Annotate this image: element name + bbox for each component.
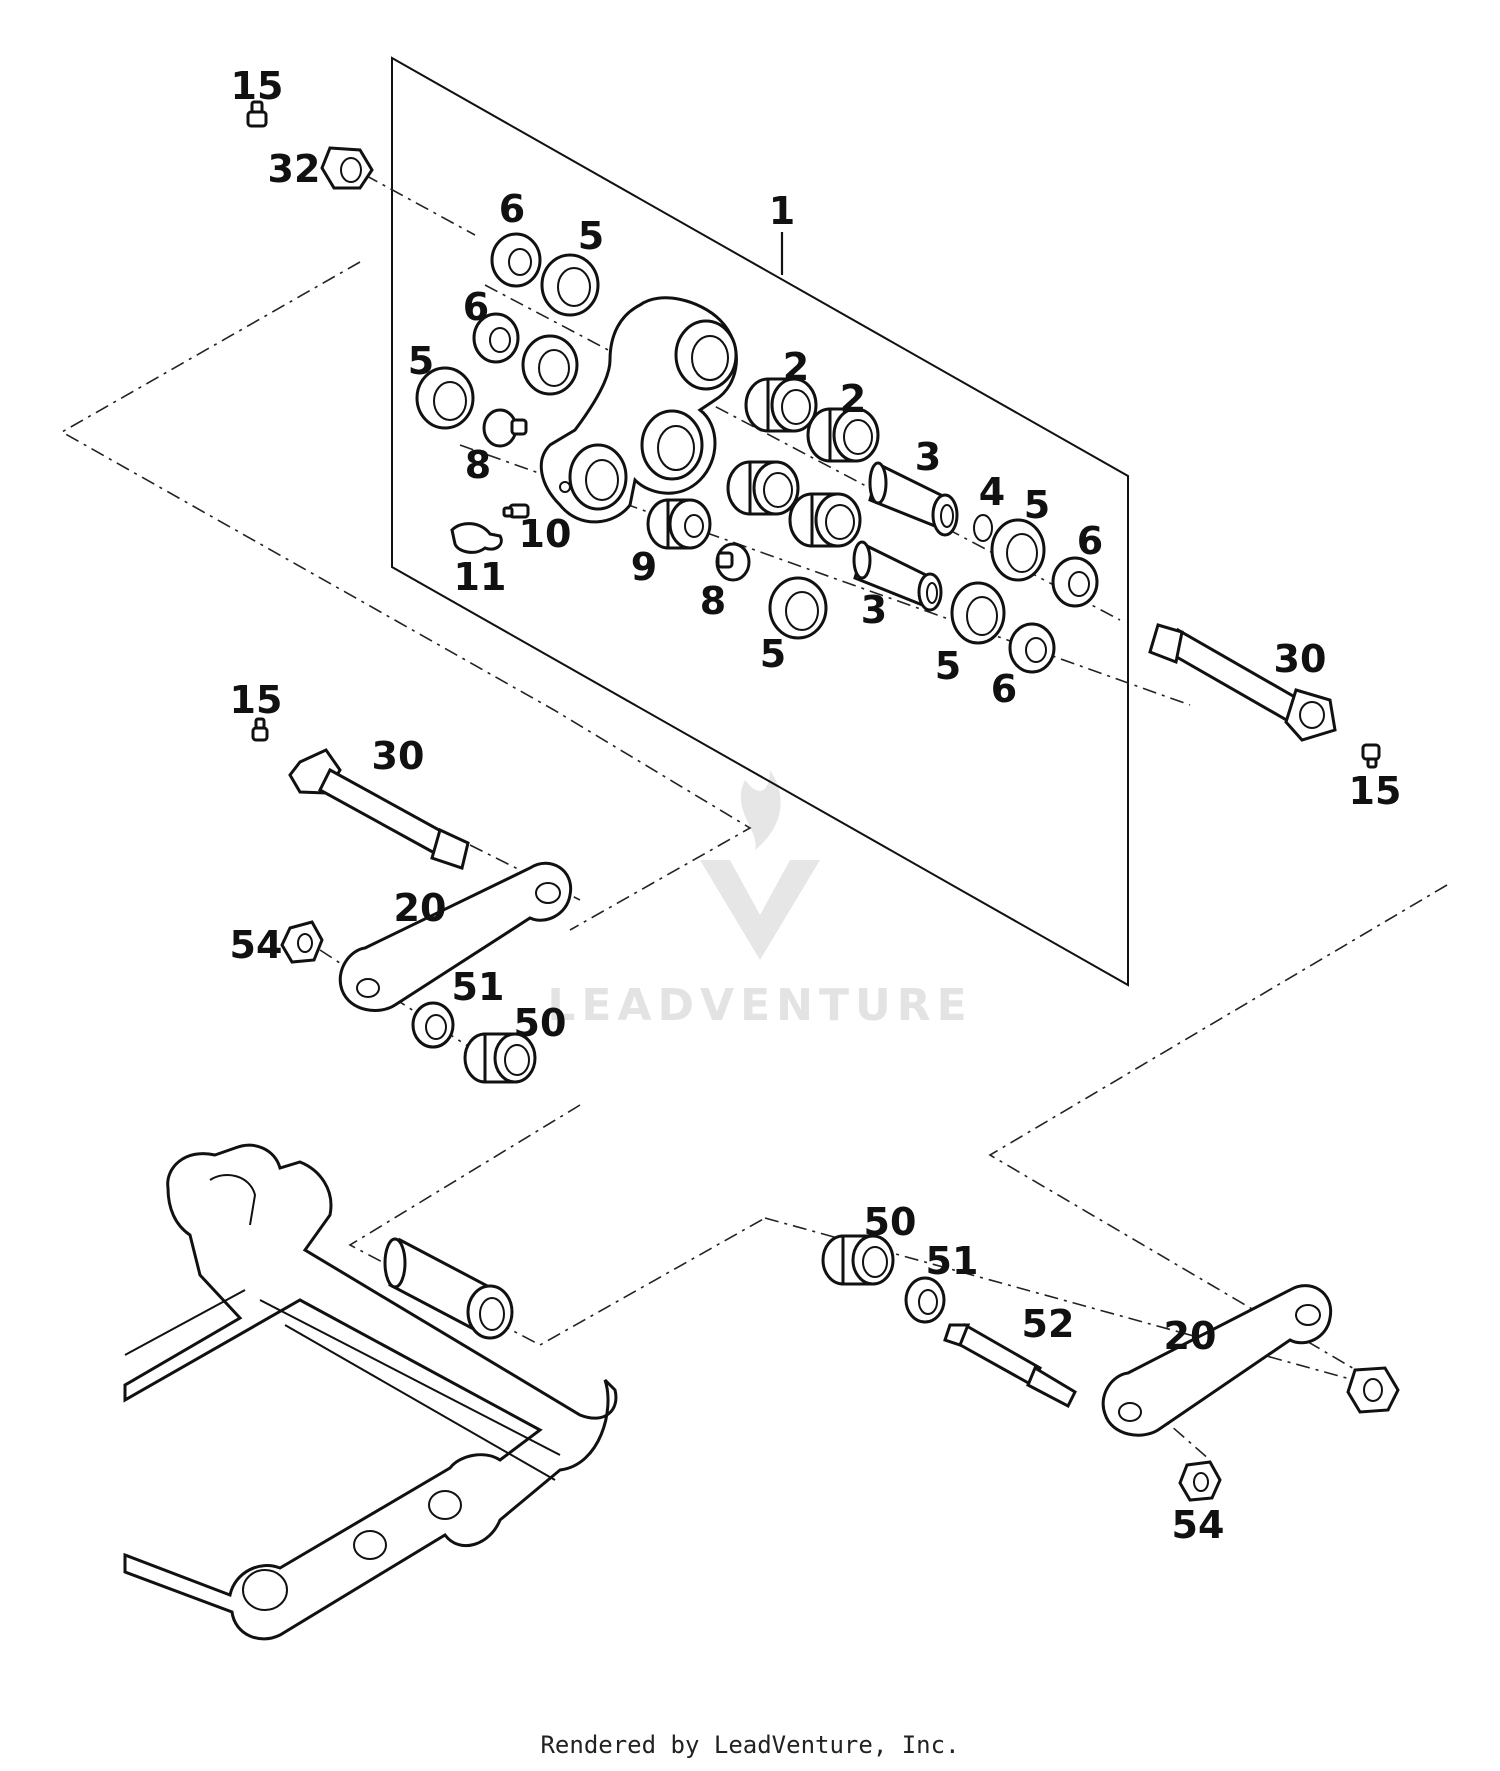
part-54-nut-right-a bbox=[1346, 1366, 1400, 1414]
label-15-top: 15 bbox=[231, 64, 284, 108]
part-15-grease-nipple-left bbox=[251, 717, 269, 742]
part-2-needle-bearing-b bbox=[806, 407, 880, 463]
label-20-left: 20 bbox=[394, 886, 447, 930]
label-54-left: 54 bbox=[230, 923, 283, 967]
part-10-grease-fitting bbox=[502, 503, 530, 519]
part-4-ring bbox=[973, 514, 993, 542]
label-51-right: 51 bbox=[926, 1239, 979, 1283]
swingarm-pivot-sleeve bbox=[383, 1237, 514, 1340]
label-6-a: 6 bbox=[499, 187, 525, 231]
label-6-d: 6 bbox=[991, 667, 1017, 711]
label-2-a: 2 bbox=[783, 345, 809, 389]
part-8-spacer-a bbox=[482, 408, 528, 448]
label-52: 52 bbox=[1022, 1302, 1075, 1346]
part-3-sleeve-a bbox=[868, 461, 959, 537]
label-5-e: 5 bbox=[935, 644, 961, 688]
label-32: 32 bbox=[268, 147, 321, 191]
part-5-bearing-b bbox=[521, 334, 579, 396]
label-6-b: 6 bbox=[463, 285, 489, 329]
part-30-bolt-left bbox=[288, 748, 470, 870]
part-52-pin bbox=[943, 1322, 1077, 1409]
label-20-right: 20 bbox=[1164, 1314, 1217, 1358]
watermark-text: LEADVENTURE bbox=[547, 980, 972, 1031]
part-50-bushing-right bbox=[821, 1234, 895, 1286]
part-15-grease-nipple-top bbox=[246, 100, 268, 128]
label-4: 4 bbox=[979, 470, 1005, 514]
label-3-a: 3 bbox=[915, 435, 941, 479]
label-30-right: 30 bbox=[1274, 637, 1327, 681]
part-6-seal-d bbox=[1008, 622, 1056, 674]
label-11: 11 bbox=[454, 555, 507, 599]
part-6-seal-b bbox=[472, 312, 520, 364]
part-3-sleeve-b bbox=[852, 540, 943, 612]
label-2-b: 2 bbox=[840, 377, 866, 421]
axis-line-top bbox=[364, 174, 476, 236]
label-9: 9 bbox=[631, 545, 657, 589]
footer-credit: Rendered by LeadVenture, Inc. bbox=[540, 1731, 960, 1759]
reference-plane-right bbox=[988, 884, 1448, 1391]
label-5-c: 5 bbox=[760, 632, 786, 676]
part-2-needle-bearing-c bbox=[726, 460, 800, 516]
axis-line-nut-right bbox=[1129, 1389, 1211, 1461]
part-50-bushing-left bbox=[463, 1032, 537, 1084]
label-54-right: 54 bbox=[1172, 1503, 1225, 1547]
part-6-seal-a bbox=[490, 232, 542, 288]
label-51-left: 51 bbox=[452, 965, 505, 1009]
watermark-logo-icon bbox=[700, 770, 820, 960]
reference-plane-left bbox=[60, 261, 752, 931]
reference-plane-lower bbox=[348, 1104, 766, 1346]
label-10: 10 bbox=[519, 512, 572, 556]
label-15-left: 15 bbox=[230, 678, 283, 722]
axis-line-upper bbox=[484, 284, 1121, 621]
label-8-a: 8 bbox=[465, 443, 491, 487]
part-2-needle-bearing-d bbox=[788, 492, 862, 548]
part-20-link-left bbox=[338, 861, 573, 1012]
part-51-washer-right bbox=[904, 1276, 946, 1324]
rocker-body bbox=[539, 296, 738, 524]
label-50-left: 50 bbox=[514, 1001, 567, 1045]
part-32-flange-nut bbox=[320, 146, 374, 190]
label-1: 1 bbox=[769, 189, 795, 233]
part-5-bearing-c bbox=[415, 366, 475, 430]
part-51-washer-left bbox=[411, 1001, 455, 1049]
label-30-left: 30 bbox=[372, 734, 425, 778]
part-5-bearing-f bbox=[950, 581, 1006, 645]
part-20-link-right bbox=[1101, 1284, 1333, 1437]
swingarm-frame bbox=[123, 1143, 618, 1641]
label-6-c: 6 bbox=[1077, 519, 1103, 563]
part-6-seal-c bbox=[1051, 556, 1099, 608]
label-5-d: 5 bbox=[1024, 483, 1050, 527]
part-11-cap bbox=[450, 522, 503, 554]
part-5-bearing-d bbox=[768, 576, 828, 640]
callout-labels: 15 32 1 6 5 6 5 8 10 11 9 8 5 2 2 3 4 5 … bbox=[230, 64, 1402, 1547]
label-3-b: 3 bbox=[861, 588, 887, 632]
part-8-spacer-b bbox=[715, 542, 751, 582]
label-50-right: 50 bbox=[864, 1200, 917, 1244]
label-8-b: 8 bbox=[700, 579, 726, 623]
part-2-needle-bearing-a bbox=[744, 377, 818, 433]
part-15-grease-nipple-right bbox=[1361, 743, 1381, 769]
part-30-bolt-right bbox=[1148, 623, 1337, 742]
part-54-nut-right-b bbox=[1178, 1460, 1222, 1502]
watermark: LEADVENTURE bbox=[547, 770, 972, 1031]
part-5-bearing-a bbox=[540, 253, 600, 317]
part-54-nut-left bbox=[280, 920, 324, 964]
assembly-1-outline bbox=[391, 56, 1129, 987]
label-5-a: 5 bbox=[578, 214, 604, 258]
label-15-right: 15 bbox=[1349, 769, 1402, 813]
part-9-bushing bbox=[646, 498, 712, 550]
label-5-b: 5 bbox=[408, 339, 434, 383]
part-5-bearing-e bbox=[990, 518, 1046, 582]
